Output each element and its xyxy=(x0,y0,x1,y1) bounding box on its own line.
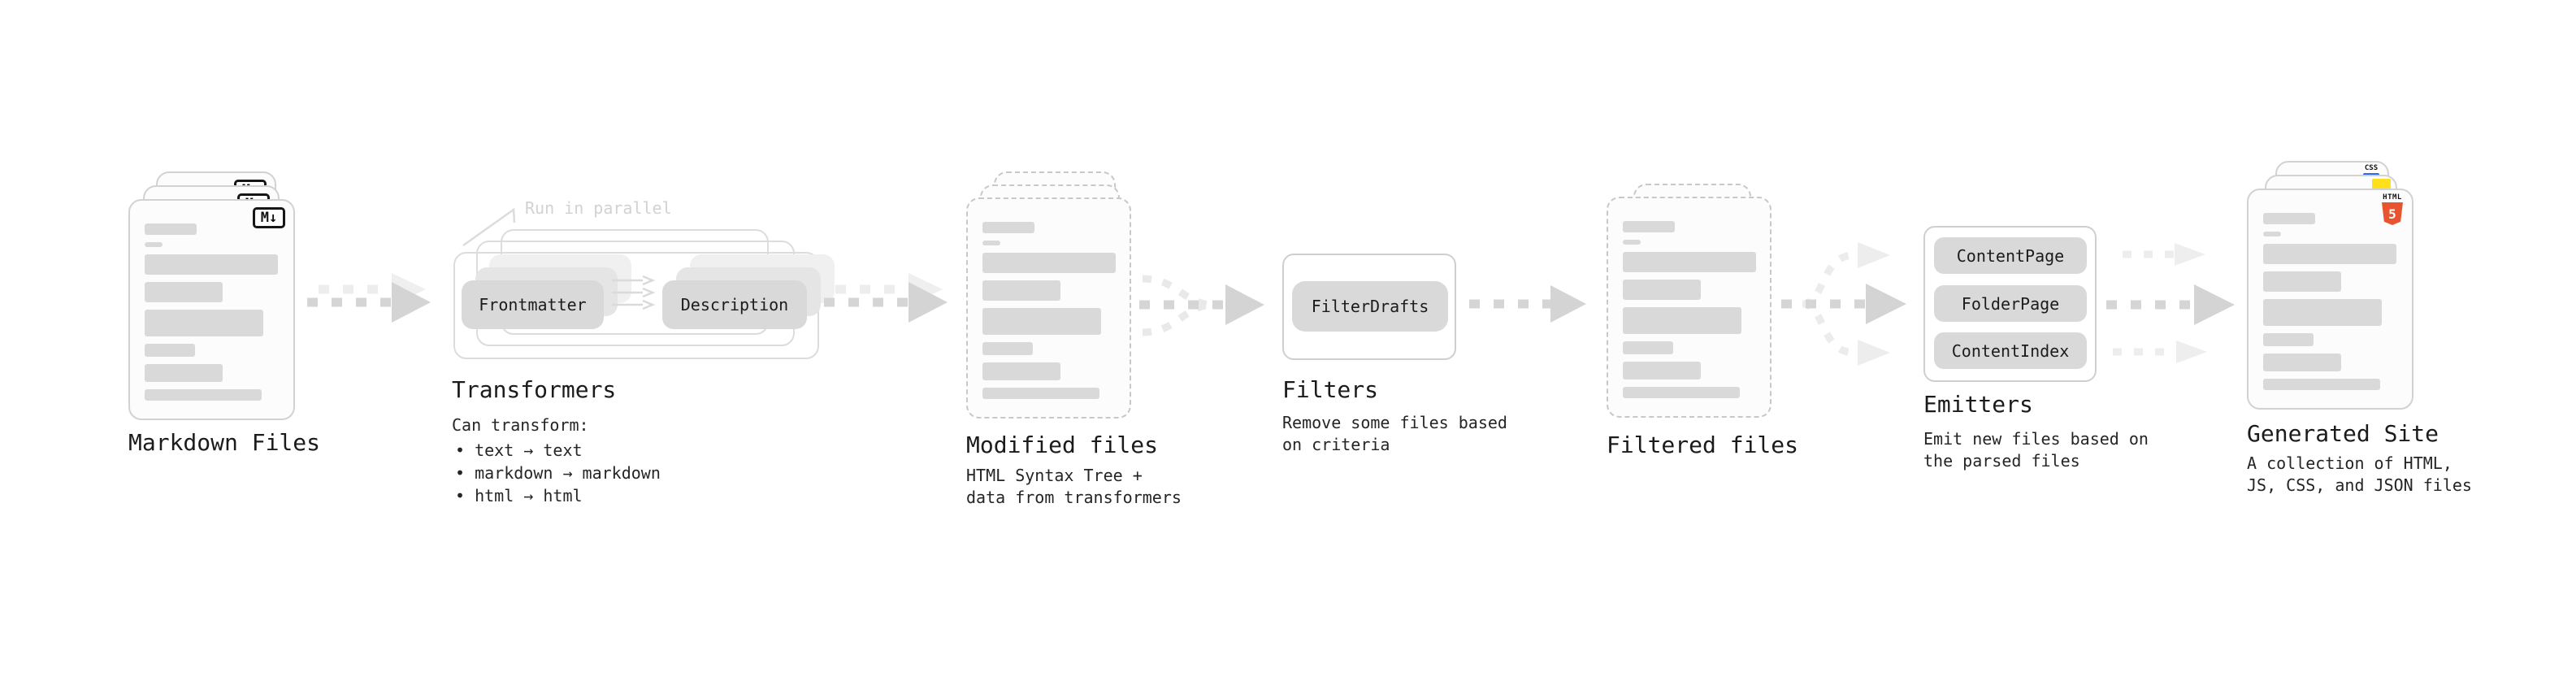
markdown-doc-card-front: M↓ xyxy=(128,199,295,420)
placeholder-bar xyxy=(1623,240,1641,245)
bullet-item: • text → text xyxy=(455,440,583,460)
stage-label-markdown-files: Markdown Files xyxy=(128,429,321,456)
stage-label-filters: Filters xyxy=(1282,376,1379,403)
bullet-item: • html → html xyxy=(455,486,583,505)
flow-arrow-transformers-to-modified xyxy=(824,273,948,323)
placeholder-bar xyxy=(982,388,1099,399)
placeholder-bar xyxy=(1623,221,1675,232)
flow-arrow-markdown-to-transformers xyxy=(307,273,431,323)
dashed-arrow-dark xyxy=(307,282,431,323)
stage-label-filtered-files: Filtered files xyxy=(1607,432,1799,458)
emitters-desc-line1: Emit new files based on xyxy=(1923,429,2149,449)
placeholder-bar xyxy=(982,308,1101,335)
filters-desc-line1: Remove some files based xyxy=(1282,413,1507,432)
arrowhead-light xyxy=(2176,340,2207,363)
stage-label-modified-files: Modified files xyxy=(966,432,1159,458)
js-icon xyxy=(2372,179,2391,190)
placeholder-bar xyxy=(2263,333,2314,346)
placeholder-bar xyxy=(145,223,197,235)
html5-icon-title: HTML xyxy=(2383,193,2402,202)
flow-arrow-triple-emitters-to-generated xyxy=(2106,243,2235,363)
placeholder-bar xyxy=(2263,244,2396,264)
css-icon-label: CSS xyxy=(2364,164,2379,172)
html5-icon: HTML 5 xyxy=(2381,193,2404,225)
doc-content-bars xyxy=(145,223,278,401)
transformers-subtitle: Can transform: xyxy=(452,415,589,435)
placeholder-bar xyxy=(2263,213,2315,224)
placeholder-bar xyxy=(1623,362,1701,380)
arrowhead xyxy=(2194,284,2235,325)
placeholder-bar xyxy=(982,280,1060,301)
placeholder-bar xyxy=(982,222,1034,233)
doc-content-bars xyxy=(982,222,1116,399)
modified-files-desc-line1: HTML Syntax Tree + xyxy=(966,466,1143,485)
arrowhead-light xyxy=(1858,242,1890,268)
doc-content-bars xyxy=(2263,213,2396,390)
filters-desc-line2: on criteria xyxy=(1282,435,1390,454)
placeholder-bar xyxy=(2263,379,2380,390)
emitters-desc-line2: the parsed files xyxy=(1923,451,2080,471)
placeholder-bar xyxy=(145,242,163,247)
modified-doc-card-front xyxy=(966,197,1131,419)
fanout-curve-bottom xyxy=(1802,300,1855,357)
emitter-chip-folderpage: FolderPage xyxy=(1934,285,2087,322)
transformer-chip-frontmatter: Frontmatter xyxy=(462,280,604,329)
markdown-icon-label: M↓ xyxy=(260,210,278,226)
placeholder-bar xyxy=(2263,354,2341,371)
placeholder-bar xyxy=(145,310,263,336)
placeholder-bar xyxy=(2263,271,2341,292)
merge-curve-top xyxy=(1142,275,1215,309)
placeholder-bar xyxy=(145,364,223,382)
transformer-chip-description: Description xyxy=(662,280,807,329)
modified-files-desc-line2: data from transformers xyxy=(966,488,1182,507)
placeholder-bar xyxy=(2263,232,2281,236)
stage-label-emitters: Emitters xyxy=(1923,391,2033,418)
stage-label-transformers: Transformers xyxy=(452,376,617,403)
filter-chip-filterdrafts: FilterDrafts xyxy=(1292,281,1448,332)
placeholder-bar xyxy=(145,389,262,401)
placeholder-bar xyxy=(145,254,278,275)
run-in-parallel-leader-line xyxy=(462,207,516,247)
flow-arrow-filters-to-filtered xyxy=(1469,285,1586,323)
html5-icon-number: 5 xyxy=(2388,206,2396,222)
generated-site-desc-line1: A collection of HTML, xyxy=(2247,453,2452,473)
generated-doc-card-front: HTML 5 xyxy=(2247,189,2413,410)
emitter-chip-contentindex: ContentIndex xyxy=(1934,332,2087,369)
generated-site-desc-line2: JS, CSS, and JSON files xyxy=(2247,475,2472,495)
placeholder-bar xyxy=(1623,307,1741,334)
bullet-item: • markdown → markdown xyxy=(455,463,661,483)
placeholder-bar xyxy=(2263,299,2382,326)
placeholder-bar xyxy=(982,253,1116,273)
arrowhead-light xyxy=(1858,340,1890,366)
flow-arrow-merge-modified-to-filters xyxy=(1139,275,1264,336)
placeholder-bar xyxy=(145,282,223,302)
placeholder-bar xyxy=(982,241,1000,245)
filtered-doc-card-front xyxy=(1607,197,1772,418)
emitter-chip-contentpage: ContentPage xyxy=(1934,237,2087,274)
arrowhead xyxy=(1866,284,1906,324)
arrowhead xyxy=(1225,284,1264,325)
flow-arrow-fanout-filtered-to-emitters xyxy=(1781,242,1906,366)
placeholder-bar xyxy=(1623,387,1740,398)
markdown-icon: M↓ xyxy=(253,207,285,228)
placeholder-bar xyxy=(1623,341,1673,354)
arrowhead xyxy=(1550,285,1586,323)
run-in-parallel-note: Run in parallel xyxy=(525,198,672,218)
html5-icon-shield: 5 xyxy=(2382,202,2403,225)
parallel-arrows-icon xyxy=(612,275,656,310)
merge-curve-bottom xyxy=(1142,301,1215,336)
placeholder-bar xyxy=(982,362,1060,380)
placeholder-bar xyxy=(1623,280,1701,300)
doc-content-bars xyxy=(1623,221,1756,398)
placeholder-bar xyxy=(145,344,195,357)
placeholder-bar xyxy=(1623,252,1756,272)
stage-label-generated-site: Generated Site xyxy=(2247,420,2439,447)
arrowhead-light xyxy=(2175,243,2205,266)
transformers-bullet-list: • text → text • markdown → markdown • ht… xyxy=(455,439,661,507)
placeholder-bar xyxy=(982,342,1033,355)
dashed-arrow-dark xyxy=(824,282,948,323)
fanout-curve-top xyxy=(1802,251,1855,308)
